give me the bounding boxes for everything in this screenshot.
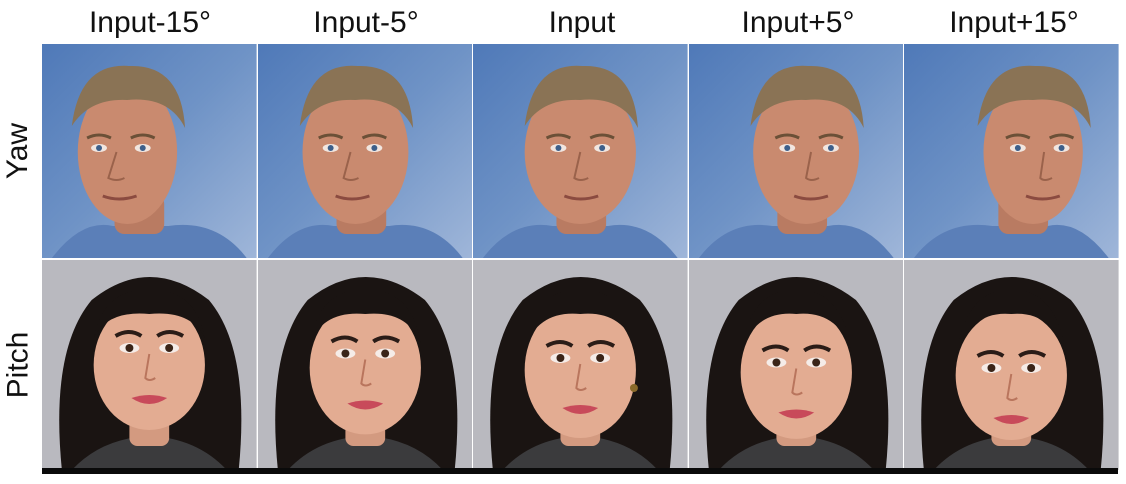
- man-portrait-input: [473, 44, 688, 258]
- bottom-border: [42, 468, 1118, 474]
- man-portrait-plus-15: [904, 44, 1119, 258]
- woman-portrait-input: [473, 260, 688, 470]
- woman-portrait-minus-5: [257, 260, 473, 470]
- column-header-input: Input: [548, 6, 616, 39]
- woman-portrait-minus-15: [42, 260, 257, 470]
- column-header-input-minus-5: Input-5°: [313, 6, 419, 39]
- face-image-grid: [42, 44, 1120, 472]
- yaw-face-image-plus-15: [904, 44, 1119, 258]
- row-label-yaw-text: Yaw: [1, 122, 35, 180]
- woman-portrait-plus-15: [904, 260, 1119, 470]
- man-portrait-plus-5: [688, 44, 904, 258]
- column-header-input-plus-15: Input+15°: [949, 6, 1079, 39]
- row-label-pitch: Pitch: [0, 260, 36, 470]
- pitch-face-image-plus-15: [904, 260, 1119, 470]
- woman-portrait-plus-5: [688, 260, 904, 470]
- column-header-input-plus-5: Input+5°: [741, 6, 855, 39]
- man-portrait-minus-15: [42, 44, 257, 258]
- pitch-face-image-input: [473, 260, 688, 470]
- row-label-yaw: Yaw: [0, 44, 36, 258]
- column-header-input-minus-15: Input-15°: [88, 6, 212, 39]
- pitch-face-image-plus-5: [688, 260, 904, 470]
- row-label-pitch-text: Pitch: [1, 331, 35, 399]
- yaw-face-image-plus-5: [688, 44, 904, 258]
- pitch-face-image-minus-5: [257, 260, 473, 470]
- yaw-face-image-input: [473, 44, 688, 258]
- man-portrait-minus-5: [257, 44, 473, 258]
- yaw-face-image-minus-5: [257, 44, 473, 258]
- pitch-face-image-minus-15: [42, 260, 257, 470]
- yaw-face-image-minus-15: [42, 44, 257, 258]
